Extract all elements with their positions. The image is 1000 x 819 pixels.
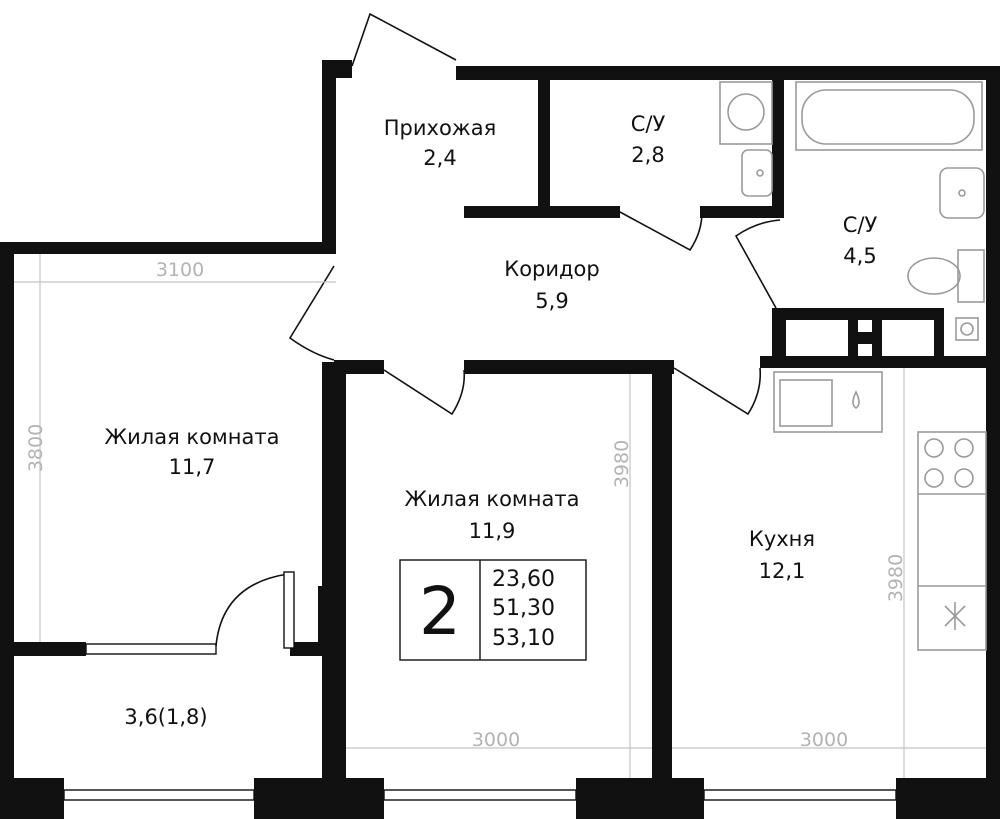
room-living-center-name: Жилая комната bbox=[405, 487, 580, 511]
summary-living-area: 23,60 bbox=[492, 567, 555, 592]
bath-small-door bbox=[619, 211, 703, 252]
toilet-small-tank bbox=[719, 81, 773, 145]
summary-box-frame bbox=[399, 559, 587, 661]
toilet-small-icon bbox=[727, 93, 765, 131]
wall-top-right bbox=[456, 66, 1000, 80]
dim-center-width: 3000 bbox=[472, 729, 520, 751]
wall-hallway-top-stub bbox=[322, 60, 352, 78]
wall-bottom-4 bbox=[896, 778, 1000, 819]
wall-shaft-1 bbox=[848, 308, 858, 368]
stove-burner-1 bbox=[924, 438, 944, 458]
bathtub-icon bbox=[795, 81, 983, 151]
room-hallway-area: 2,4 bbox=[423, 146, 456, 170]
dim-kitchen-width: 3000 bbox=[800, 729, 848, 751]
summary-rooms-count: 2 bbox=[419, 573, 461, 650]
window-balcony bbox=[63, 789, 255, 801]
wall-left-outer bbox=[0, 242, 14, 819]
dim-left-width: 3100 bbox=[156, 259, 204, 281]
room-kitchen-area: 12,1 bbox=[759, 559, 806, 583]
walls bbox=[0, 60, 1000, 819]
wall-shaft-2 bbox=[872, 308, 882, 368]
room-bath-large-area: 4,5 bbox=[843, 244, 876, 268]
toilet-large-icon bbox=[907, 257, 961, 295]
toilet-large-tank bbox=[957, 249, 985, 303]
wall-center-kitchen bbox=[652, 362, 672, 819]
boiler-dial bbox=[960, 322, 974, 336]
left-room-door bbox=[288, 265, 335, 361]
kitchen-counter-top bbox=[773, 371, 883, 433]
wall-left-center-inner bbox=[336, 362, 346, 819]
wall-kitchen-top bbox=[760, 356, 1000, 368]
room-kitchen-name: Кухня bbox=[749, 527, 815, 551]
kitchen-drop-icon bbox=[852, 390, 860, 409]
dim-kitchen-height: 3980 bbox=[885, 554, 907, 602]
bath-large-door bbox=[734, 219, 781, 309]
summary-total-area-balcony: 53,10 bbox=[492, 626, 555, 651]
wall-corridor-top-right bbox=[700, 206, 780, 218]
room-bath-small-name: С/У bbox=[631, 112, 666, 136]
room-bath-small-area: 2,8 bbox=[631, 143, 664, 167]
dim-center-height: 3980 bbox=[611, 440, 633, 488]
wall-corridor-bottom-left bbox=[334, 360, 384, 374]
stove-burner-4 bbox=[954, 468, 974, 488]
wall-corridor-top-left bbox=[464, 206, 620, 218]
window-kitchen bbox=[703, 789, 897, 801]
sink-large-drain bbox=[958, 189, 966, 197]
wall-right-outer bbox=[986, 66, 1000, 819]
entrance-door bbox=[351, 12, 457, 67]
kitchen-sink-icon bbox=[779, 379, 833, 427]
room-living-left-name: Жилая комната bbox=[105, 425, 280, 449]
sink-large-icon bbox=[939, 167, 985, 219]
window-center-room bbox=[383, 789, 577, 801]
summary-box: 2 23,60 51,30 53,10 bbox=[399, 559, 587, 661]
summary-total-area: 51,30 bbox=[492, 596, 555, 621]
wall-bath-divider bbox=[772, 66, 784, 218]
bathtub-inner bbox=[801, 89, 975, 145]
sink-small-drain bbox=[756, 169, 764, 177]
room-hallway-name: Прихожая bbox=[384, 116, 496, 140]
dim-left-height: 3800 bbox=[25, 424, 47, 472]
wall-shaft-3 bbox=[934, 308, 944, 368]
room-balcony-area: 3,6(1,8) bbox=[124, 705, 207, 729]
wall-bottom-2 bbox=[254, 778, 384, 819]
stove-burner-3 bbox=[924, 468, 944, 488]
wall-balcony-post bbox=[318, 586, 336, 656]
room-living-center-area: 11,9 bbox=[469, 519, 516, 543]
stove-burner-2 bbox=[954, 438, 974, 458]
center-room-door bbox=[383, 369, 466, 416]
wall-bottom-3 bbox=[576, 778, 704, 819]
wall-bottom-1 bbox=[0, 778, 64, 819]
fixtures bbox=[719, 81, 987, 651]
boiler-icon bbox=[955, 317, 979, 341]
kitchen-door bbox=[673, 367, 762, 416]
room-bath-large-name: С/У bbox=[843, 213, 878, 237]
wall-hallway-left bbox=[322, 60, 336, 254]
wall-corridor-bottom-center bbox=[464, 360, 674, 374]
balcony-door bbox=[215, 573, 289, 647]
windows bbox=[63, 643, 897, 801]
room-corridor-name: Коридор bbox=[504, 257, 599, 281]
dimension-lines bbox=[14, 254, 986, 778]
balcony-door-leaf bbox=[283, 571, 295, 649]
fridge-snowflake-icon bbox=[944, 602, 966, 630]
sink-small-icon bbox=[741, 149, 773, 197]
wall-bath-large-left bbox=[772, 308, 786, 362]
wall-balcony-top-left bbox=[0, 642, 86, 656]
kitchen-counter-side bbox=[917, 431, 987, 651]
window-left-room-balcony bbox=[85, 643, 217, 655]
doors bbox=[215, 12, 781, 649]
room-corridor-area: 5,9 bbox=[535, 289, 568, 313]
room-living-left-area: 11,7 bbox=[169, 455, 216, 479]
wall-hallway-bath bbox=[538, 66, 550, 212]
wall-shaft-mid bbox=[856, 332, 874, 344]
wall-left-room-top bbox=[0, 242, 336, 254]
